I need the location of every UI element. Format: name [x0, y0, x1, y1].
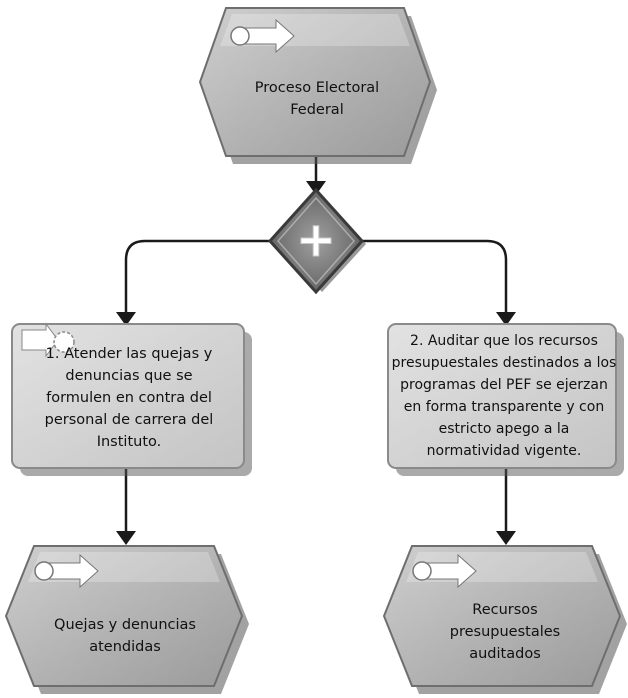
arrowhead-gateway-to-function-2: [496, 312, 516, 326]
arrowhead-function-2-to-end-2: [496, 531, 516, 545]
connector-gateway-to-function-2: [362, 239, 508, 318]
arrowhead-gateway-to-function-1: [116, 312, 136, 326]
and-gateway-shape[interactable]: [267, 187, 366, 295]
connector-gateway-to-function-1: [124, 239, 272, 318]
end-event-1-shape[interactable]: [4, 545, 249, 694]
function-2-shape[interactable]: [387, 323, 624, 476]
event-arrow-icon: [412, 553, 477, 589]
end-event-1-label: Quejas y denuncias atendidas: [54, 617, 196, 655]
function-gear-arrow-icon: [21, 322, 75, 358]
function-1-shape[interactable]: [11, 322, 252, 476]
arrowhead-function-1-to-end-1: [116, 531, 136, 545]
function-1-label: 1. Atender las quejas y denuncias que se…: [44, 346, 214, 450]
start-event-shape[interactable]: [198, 7, 437, 164]
and-gateway-symbol: +: [296, 212, 336, 268]
end-event-2-label: Recursos presupuestales auditados: [449, 602, 561, 662]
event-arrow-icon: [230, 18, 295, 54]
event-arrow-icon: [34, 553, 99, 589]
function-2-label: 2. Auditar que los recursos presupuestal…: [391, 333, 617, 459]
end-event-2-shape[interactable]: [382, 545, 627, 694]
connectors: [124, 157, 508, 537]
start-event-label: Proceso Electoral Federal: [254, 80, 380, 118]
